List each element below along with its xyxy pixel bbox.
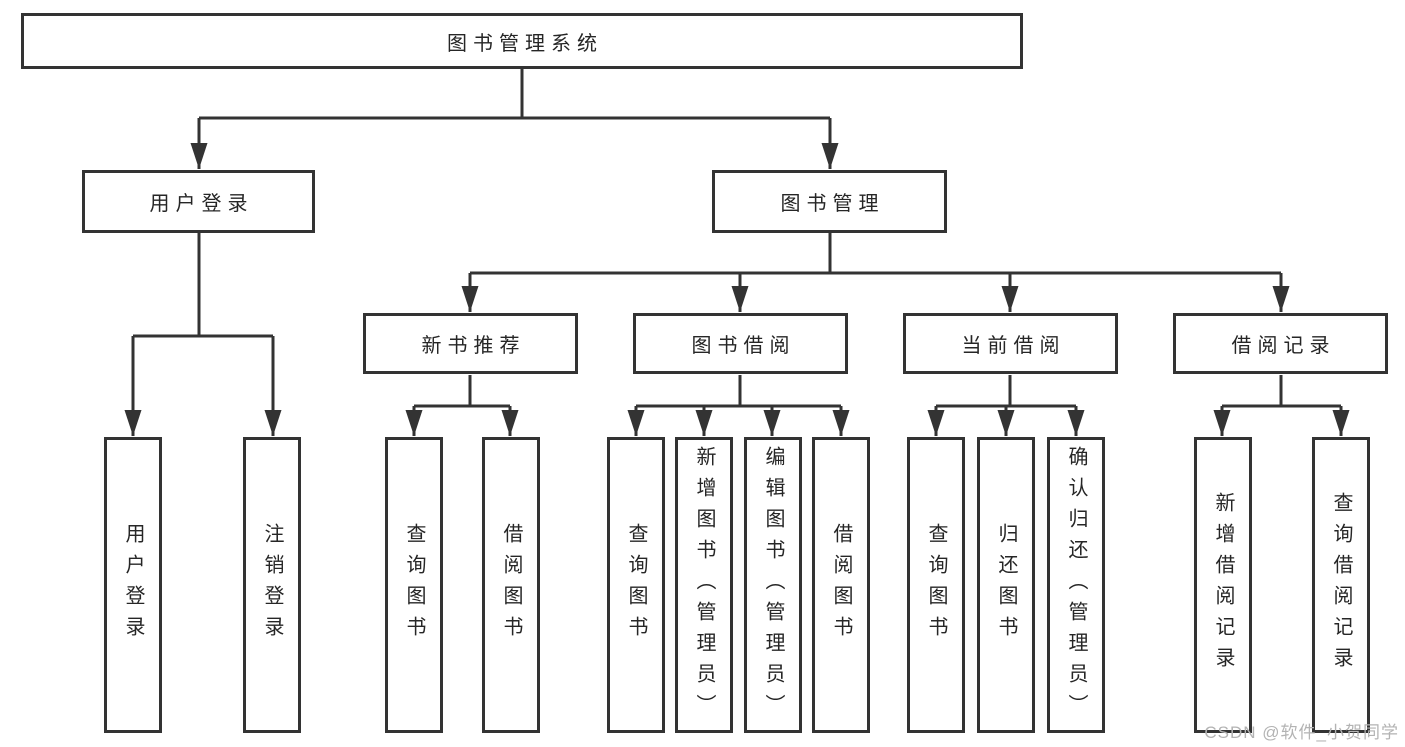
leaf-borrow-books-recommend: 借阅图书 <box>482 437 540 733</box>
leaf-label: 新增借阅记录 <box>1212 492 1234 678</box>
leaf-label: 查询图书 <box>403 523 425 647</box>
leaf-label: 确认归还（管理员） <box>1065 445 1087 725</box>
leaf-return-books: 归还图书 <box>977 437 1035 733</box>
leaf-label: 借阅图书 <box>500 523 522 647</box>
leaf-user-login: 用户登录 <box>104 437 162 733</box>
leaf-query-books-recommend: 查询图书 <box>385 437 443 733</box>
leaf-label: 查询借阅记录 <box>1330 492 1352 678</box>
leaf-label: 查询图书 <box>925 523 947 647</box>
node-label: 新书推荐 <box>421 335 526 357</box>
leaf-add-borrow-record: 新增借阅记录 <box>1194 437 1252 733</box>
leaf-edit-books-admin: 编辑图书（管理员） <box>744 437 802 733</box>
node-label: 借阅记录 <box>1231 335 1336 357</box>
leaf-label: 注销登录 <box>261 523 283 647</box>
node-label: 当前借阅 <box>961 335 1066 357</box>
node-user-login: 用户登录 <box>82 170 315 233</box>
node-root-label: 图书管理系统 <box>447 32 603 55</box>
leaf-query-borrow-record: 查询借阅记录 <box>1312 437 1370 733</box>
leaf-label: 查询图书 <box>625 523 647 647</box>
leaf-label: 归还图书 <box>995 523 1017 647</box>
leaf-borrow-books-borrowing: 借阅图书 <box>812 437 870 733</box>
node-label: 图书借阅 <box>691 335 796 357</box>
node-label: 用户登录 <box>149 193 254 215</box>
leaf-add-books-admin: 新增图书（管理员） <box>675 437 733 733</box>
node-borrowing-records: 借阅记录 <box>1173 313 1388 374</box>
node-root: 图书管理系统 <box>21 13 1023 69</box>
leaf-label: 编辑图书（管理员） <box>762 445 784 725</box>
node-book-management: 图书管理 <box>712 170 947 233</box>
node-current-borrowing: 当前借阅 <box>903 313 1118 374</box>
leaf-confirm-return-admin: 确认归还（管理员） <box>1047 437 1105 733</box>
node-new-book-recommend: 新书推荐 <box>363 313 578 374</box>
leaf-label: 新增图书（管理员） <box>693 445 715 725</box>
leaf-label: 用户登录 <box>122 523 144 647</box>
leaf-label: 借阅图书 <box>830 523 852 647</box>
node-book-borrowing: 图书借阅 <box>633 313 848 374</box>
leaf-query-books-borrowing: 查询图书 <box>607 437 665 733</box>
leaf-logout: 注销登录 <box>243 437 301 733</box>
leaf-query-books-current: 查询图书 <box>907 437 965 733</box>
node-label: 图书管理 <box>780 193 885 215</box>
